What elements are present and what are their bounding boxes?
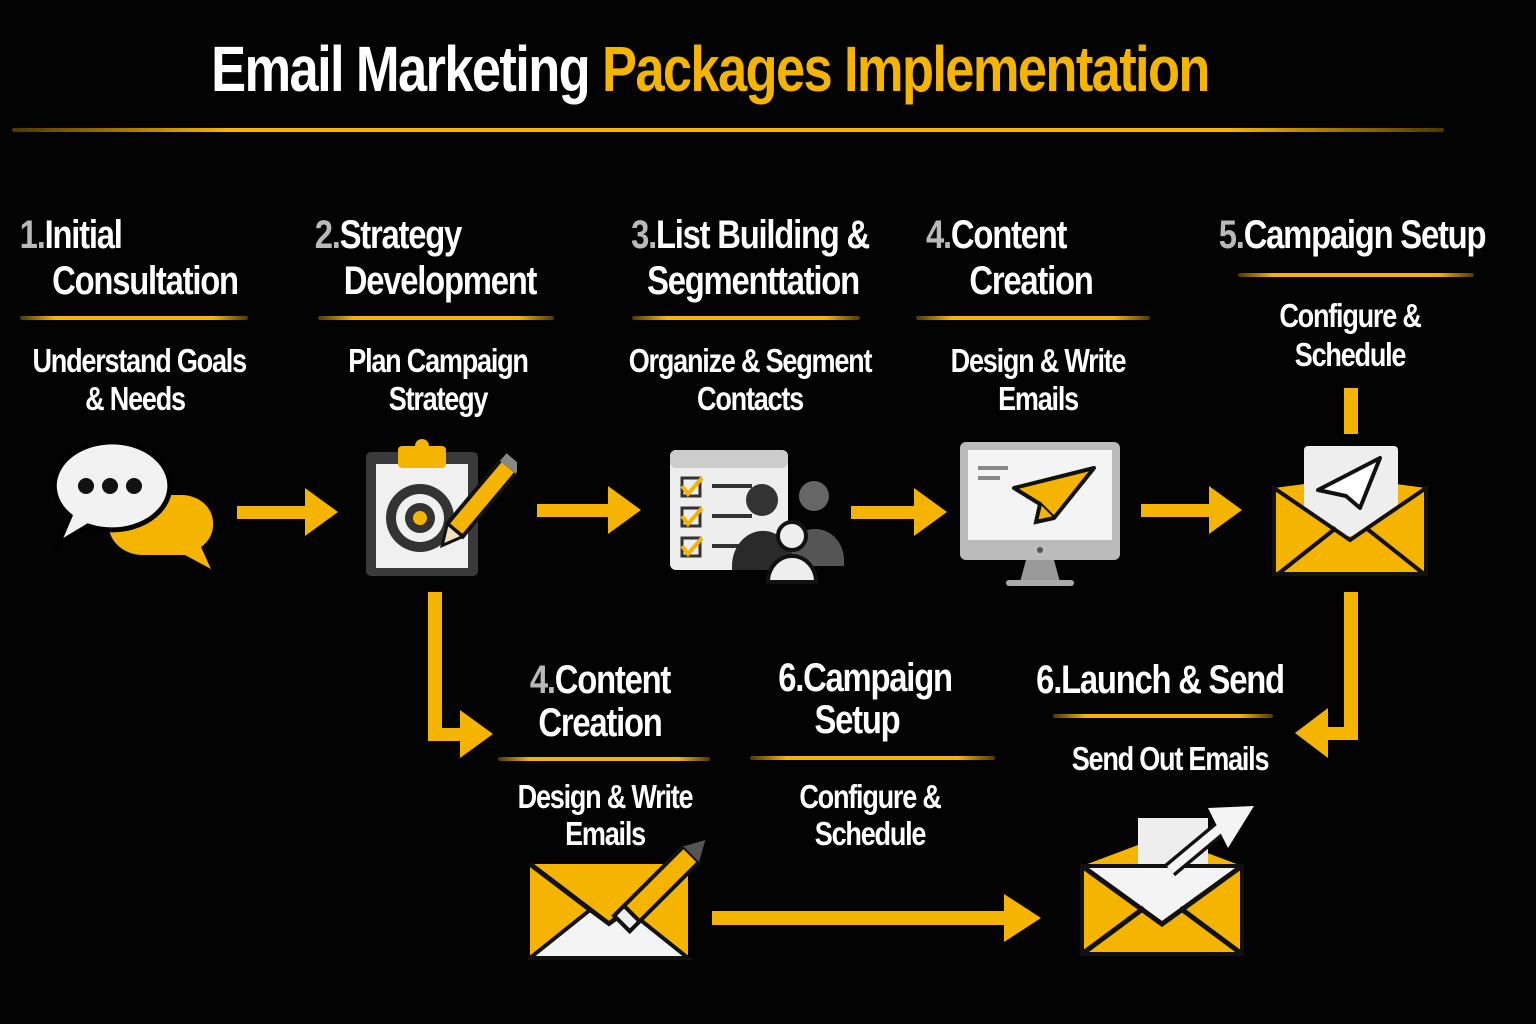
step3-title-line2: Segmenttation [647,259,860,303]
step2-title-line2: Development [343,259,538,303]
bottom-step-content-title: 4.Content [529,658,671,702]
envelope-send-arrow-icon [1080,806,1254,957]
step3-title: 3.List Building & [631,213,870,257]
bottom-step-content-rule [498,757,710,761]
bottom-step-content-title-line2: Creation [538,701,662,745]
checklist-people-icon [670,450,844,584]
step1-rule [20,316,248,320]
bottom-step-launch-sub1: Send Out Emails [1071,740,1270,777]
step1-sub2: & Needs [85,380,186,417]
step5-title: 5.Campaign Setup [1218,213,1487,257]
title-part1: Email Marketing [211,33,591,105]
envelope-paper-plane-icon [1272,446,1428,576]
title-part2: Packages Implementation [601,33,1210,105]
arrow-content-to-launch [712,894,1041,942]
arrow-down-to-content [428,592,493,758]
monitor-paper-plane-icon [960,442,1120,586]
bottom-step-launch-title: 6.Launch & Send [1036,658,1285,702]
step3-rule [632,316,860,320]
arrow-3-4 [851,488,947,536]
arrow-4-5 [1141,486,1242,534]
arrow-1-2 [237,488,338,536]
step5-rule [1238,273,1474,277]
arrow-down-to-launch [1295,592,1358,758]
step1-title-line2: Consultation [52,259,239,303]
step4-title: 4.Content [926,213,1067,257]
step3-sub2: Contacts [697,380,804,417]
arrow-2-3 [537,486,641,534]
step4-title-line2: Creation [969,259,1093,303]
bottom-step-content-sub1: Design & Write [517,778,694,815]
step5-sub2: Schedule [1294,336,1407,373]
bottom-step-content-sub2: Emails [565,815,646,852]
step2-sub2: Strategy [388,380,489,417]
step4-sub2: Emails [998,380,1079,417]
page-title: Email Marketing Packages Implementation [128,32,1292,108]
chat-bubbles-icon [51,440,214,569]
bottom-step-launch-rule [1053,714,1273,718]
bottom-step-campaign-sub2: Schedule [814,815,927,852]
step2-title: 2.Strategy [314,213,463,257]
step2-rule [318,316,554,320]
step4-sub1: Design & Write [950,342,1127,379]
bottom-step-campaign-title: 6.Campaign [778,656,953,700]
bottom-step-campaign-sub1: Configure & [799,778,942,815]
title-underline [12,128,1444,132]
clipboard-target-icon [366,439,517,576]
step1-title: 1.Initial [19,213,123,257]
bottom-step-campaign-title-line2: Setup [814,698,901,742]
step1-sub1: Understand Goals [32,342,248,379]
step3-sub1: Organize & Segment [628,342,873,379]
bottom-step-campaign-rule [750,756,995,760]
step2-sub1: Plan Campaign [348,342,529,379]
step5-sub1: Configure & [1279,297,1422,334]
envelope-pencil-icon [528,840,706,960]
step5-connector [1344,388,1358,434]
step4-rule [916,316,1150,320]
